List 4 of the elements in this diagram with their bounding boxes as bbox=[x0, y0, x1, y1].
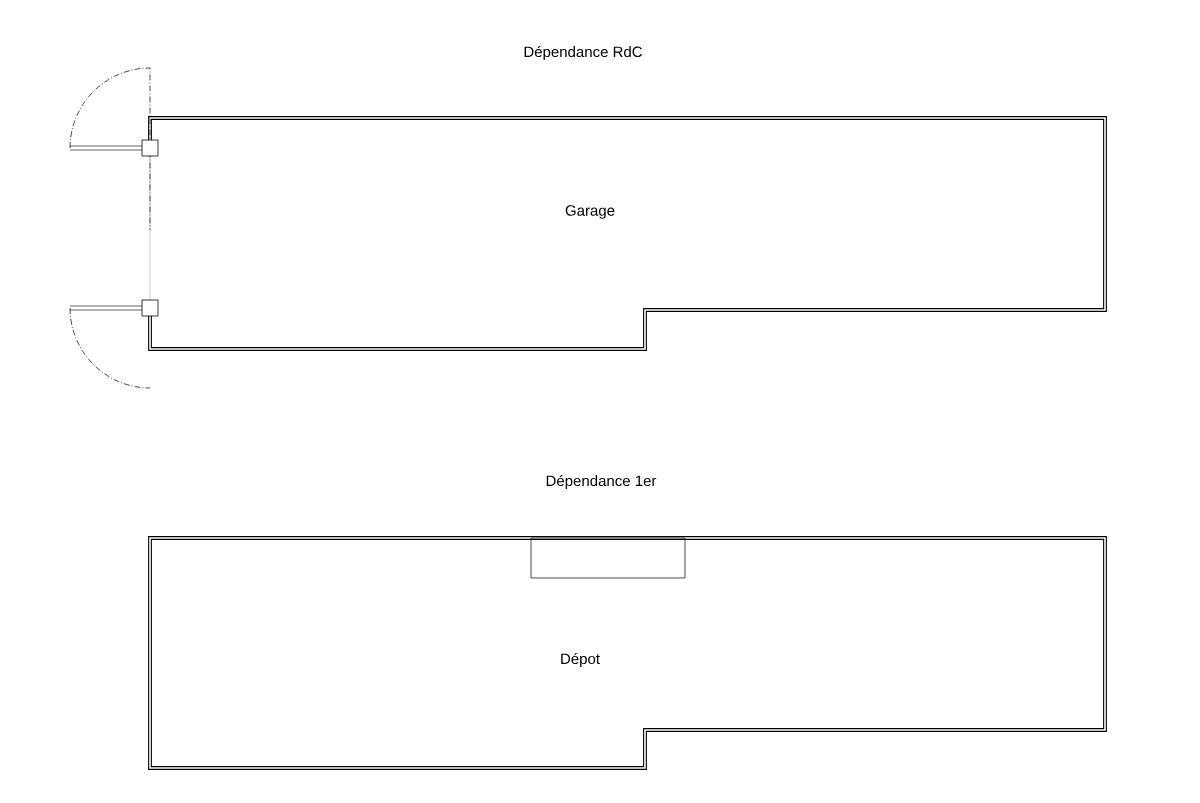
floor-title: Dépendance RdC bbox=[524, 45, 642, 61]
room-outline: Garage bbox=[148, 116, 1107, 351]
room-outline: Dépot bbox=[148, 536, 1107, 770]
floor-title: Dépendance 1er bbox=[546, 474, 657, 490]
